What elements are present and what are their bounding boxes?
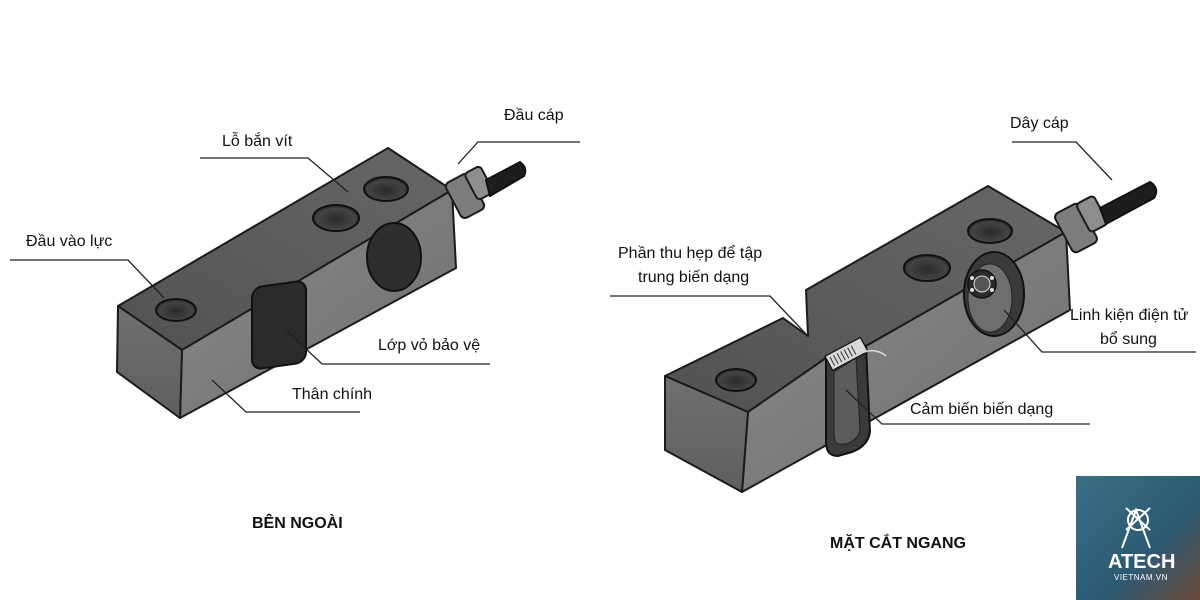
right-load-cell [665, 182, 1156, 492]
left-screw-hole-end [156, 299, 196, 321]
right-screw-hole-end [716, 369, 756, 391]
electronics-pocket [964, 252, 1024, 336]
left-cable-gland [444, 162, 525, 220]
label-electronics-line1: Linh kiện điện tử [1070, 307, 1189, 324]
right-title: MẶT CẮT NGANG [830, 533, 966, 552]
electronic-chip-icon [968, 270, 996, 298]
logo-brand: ATECH [1108, 551, 1175, 573]
left-screw-hole-2 [364, 177, 408, 201]
label-screw-holes: Lỗ bắn vít [222, 131, 293, 150]
left-load-cell [117, 148, 525, 418]
leader-cable [1012, 142, 1112, 180]
left-title: BÊN NGOÀI [252, 513, 343, 532]
leader-cable-head [458, 142, 580, 164]
left-screw-hole-1 [313, 205, 359, 231]
side-round-pocket [367, 223, 421, 291]
label-protective-cover: Lớp vỏ bảo vệ [378, 337, 480, 354]
right-screw-hole-2 [968, 219, 1012, 243]
logo-domain: VIETNAM.VN [1114, 573, 1168, 582]
label-narrow-part-line2: trung biến dạng [638, 269, 749, 286]
label-cable: Dây cáp [1010, 115, 1069, 132]
label-electronics-line2: bổ sung [1100, 330, 1157, 348]
protective-cover-pocket [252, 280, 306, 370]
label-narrow-part-line1: Phần thu hẹp để tập [618, 244, 762, 262]
label-cable-head: Đầu cáp [504, 107, 564, 124]
label-force-input: Đầu vào lực [26, 233, 112, 250]
label-main-body: Thân chính [292, 386, 372, 403]
atech-logo: ATECH VIETNAM.VN [1076, 476, 1200, 600]
label-strain-sensor: Cảm biến biến dạng [910, 401, 1053, 418]
right-cable-gland [1053, 182, 1156, 254]
right-screw-hole-1 [904, 255, 950, 281]
